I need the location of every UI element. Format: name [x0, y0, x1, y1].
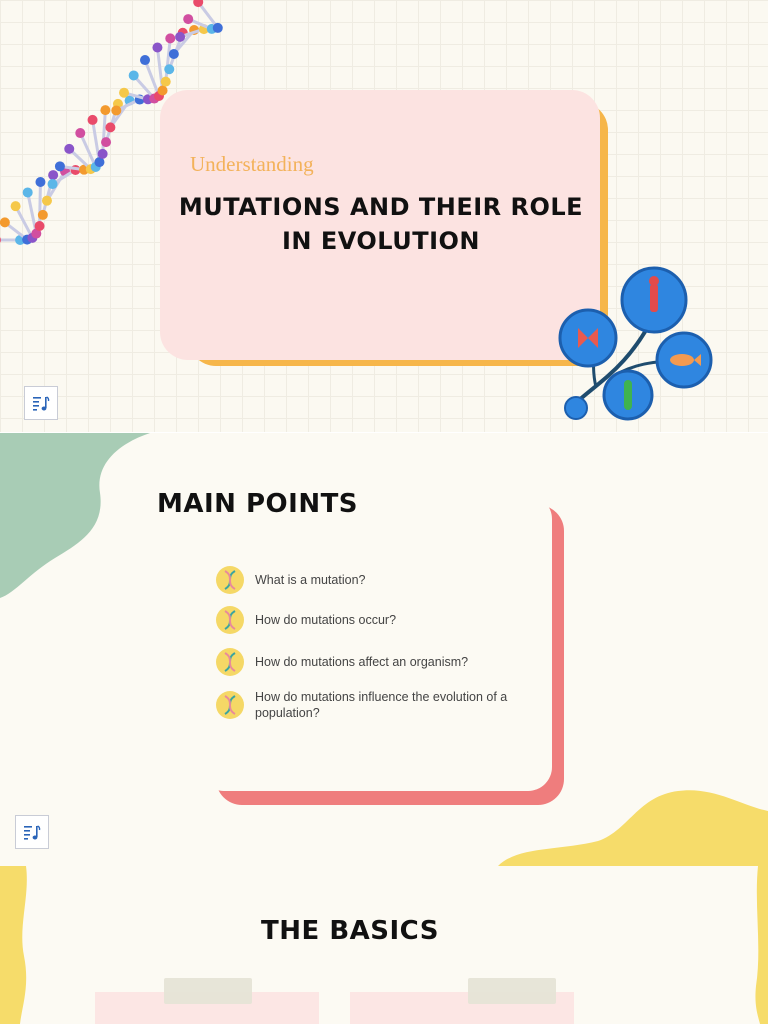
title-slide: Understanding MUTATIONS AND THEIR ROLE I…: [0, 0, 768, 432]
main-points-title: MAIN POINTS: [157, 489, 359, 519]
audio-button[interactable]: [15, 815, 49, 849]
point-text: What is a mutation?: [255, 573, 366, 587]
audio-notes-icon: [33, 396, 50, 411]
points-card: [200, 495, 552, 791]
audio-button[interactable]: [24, 386, 58, 420]
point-text: How do mutations affect an organism?: [255, 655, 469, 669]
evolution-tree-icon: [558, 266, 713, 421]
basics-title: THE BASICS: [261, 916, 439, 946]
list-item: How do mutations influence the evolution…: [215, 689, 545, 721]
tape-decoration: [468, 978, 556, 1004]
point-text: How do mutations influence the evolution…: [255, 690, 508, 720]
yellow-blob-decoration: [0, 866, 27, 1024]
list-item: What is a mutation?: [215, 565, 545, 595]
yellow-blob-decoration: [498, 790, 768, 866]
audio-notes-icon: [24, 825, 41, 840]
dna-strand-icon: [216, 691, 244, 719]
dna-strand-icon: [216, 648, 244, 676]
main-points-slide: MAIN POINTS What is a mutation? How do m…: [0, 433, 768, 866]
title-card: [160, 90, 600, 360]
list-item: How do mutations occur?: [215, 605, 545, 635]
dna-strand-icon: [216, 606, 244, 634]
title-line-2: IN EVOLUTION: [281, 227, 481, 255]
dna-strand-icon: [216, 566, 244, 594]
title-line-1: MUTATIONS AND THEIR ROLE: [178, 193, 584, 221]
yellow-blob-decoration: [755, 866, 768, 1024]
dna-helix-icon: [0, 0, 223, 245]
list-item: How do mutations affect an organism?: [215, 647, 545, 677]
title-subtitle: Understanding: [190, 152, 314, 176]
page-title: MUTATIONS AND THEIR ROLE IN EVOLUTION: [166, 190, 596, 258]
green-blob-decoration: [0, 433, 150, 598]
point-text: How do mutations occur?: [255, 613, 397, 627]
basics-slide: THE BASICS: [0, 866, 768, 1024]
tape-decoration: [164, 978, 252, 1004]
